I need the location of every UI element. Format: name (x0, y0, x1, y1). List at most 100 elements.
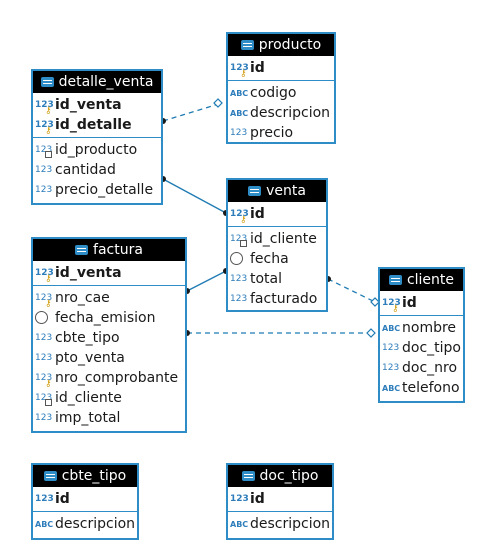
entity-detalle-venta[interactable]: detalle_venta 123⚷id_venta 123⚷id_detall… (31, 69, 163, 205)
column-name: id_producto (55, 142, 138, 158)
date-type-icon (230, 251, 250, 267)
text-type-icon: ABC (230, 108, 249, 118)
column-row[interactable]: fecha (228, 249, 326, 269)
column-name: fecha (250, 251, 289, 267)
text-type-icon: ABC (230, 88, 249, 98)
column-row[interactable]: 123⚷id (380, 293, 463, 314)
numeric-type-icon: 123 (382, 343, 400, 353)
numeric-foreign-key-icon: 123 (230, 234, 250, 247)
numeric-key-icon: 123⚷ (35, 100, 54, 116)
column-name: descripcion (250, 516, 331, 532)
entity-title: detalle_venta (58, 74, 154, 90)
entity-header: doc_tipo (228, 465, 332, 487)
relationship-factura-venta (186, 270, 227, 292)
column-row[interactable]: fecha_emision (33, 308, 185, 328)
numeric-type-icon: 123 (35, 185, 53, 195)
column-row[interactable]: 123⚷id_venta (33, 263, 185, 284)
numeric-type-icon: 123 (230, 274, 248, 284)
text-type-icon: ABC (382, 323, 401, 333)
column-name: doc_nro (402, 360, 458, 376)
pk-section: 123⚷id (380, 291, 463, 315)
column-name: precio (250, 125, 294, 141)
pk-section: 123⚷id_venta 123⚷id_detalle (33, 93, 161, 137)
column-row[interactable]: 123⚷nro_comprobante (33, 368, 185, 389)
column-row[interactable]: 123⚷nro_cae (33, 288, 185, 309)
column-name: id (250, 60, 265, 76)
pk-section: 123⚷id (228, 56, 334, 80)
pk-section: 123⚷id_venta (33, 261, 185, 285)
numeric-key-icon: 123⚷ (382, 298, 401, 314)
entity-title: producto (258, 37, 322, 53)
relationship-detalle-venta-producto (162, 102, 223, 122)
column-name: descripcion (250, 105, 331, 121)
numeric-key-icon: 123⚷ (35, 293, 53, 309)
entity-title: cliente (406, 272, 455, 288)
column-name: id_detalle (55, 117, 132, 133)
column-name: imp_total (55, 410, 121, 426)
relationship-diamond-marker (366, 328, 376, 338)
numeric-type-icon: 123 (35, 333, 53, 343)
numeric-type-icon: 123 (35, 494, 54, 504)
numeric-key-icon: 123⚷ (35, 268, 54, 284)
column-name: id (250, 206, 265, 222)
column-name: pto_venta (55, 350, 125, 366)
relationship-diamond-marker (213, 98, 223, 108)
entity-header: venta (228, 180, 326, 202)
numeric-key-icon: 123⚷ (230, 209, 249, 225)
entity-header: detalle_venta (33, 71, 161, 93)
text-type-icon: ABC (230, 519, 249, 529)
table-icon (40, 77, 54, 87)
column-row[interactable]: 123⚷id_detalle (33, 115, 161, 136)
column-row[interactable]: 123⚷id (228, 204, 326, 225)
column-name: facturado (250, 291, 318, 307)
numeric-key-icon: 123⚷ (35, 120, 54, 136)
table-icon (75, 245, 89, 255)
text-type-icon: ABC (382, 383, 401, 393)
column-name: cbte_tipo (55, 330, 120, 346)
column-name: codigo (250, 85, 297, 101)
table-icon (240, 40, 254, 50)
entity-factura[interactable]: factura 123⚷id_venta 123⚷nro_cae fecha_e… (31, 237, 187, 433)
numeric-type-icon: 123 (35, 413, 53, 423)
entity-header: cliente (380, 269, 463, 291)
column-row[interactable]: 123⚷id_venta (33, 95, 161, 116)
entity-header: producto (228, 34, 334, 56)
column-name: id (402, 295, 417, 311)
column-row[interactable]: 123⚷id (228, 58, 334, 79)
column-name: id (55, 491, 70, 507)
relationship-detalle-venta-venta (162, 178, 227, 214)
numeric-type-icon: 123 (230, 128, 248, 138)
